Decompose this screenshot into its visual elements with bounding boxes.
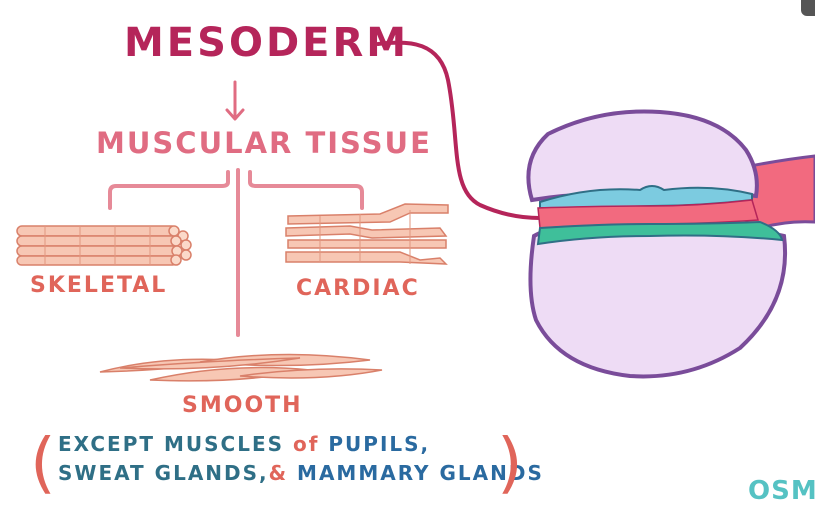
mesoderm-connector-line bbox=[376, 40, 542, 220]
label-cardiac: CARDIAC bbox=[296, 276, 420, 301]
note-line-2: SWEAT GLANDS,& MAMMARY GLANDS bbox=[58, 461, 544, 485]
note-pupils: PUPILS, bbox=[328, 432, 431, 456]
embryo-disc-diagram bbox=[526, 109, 815, 379]
page-title: MESODERM bbox=[124, 20, 410, 66]
note-close-paren: ) bbox=[497, 424, 523, 501]
note-except-muscles: EXCEPT MUSCLES bbox=[58, 432, 293, 456]
subtitle-muscular-tissue: MUSCULAR TISSUE bbox=[96, 126, 432, 160]
note-mammary-glands: MAMMARY GLANDS bbox=[297, 461, 544, 485]
yolk-sac bbox=[528, 221, 787, 379]
skeletal-muscle-icon bbox=[16, 225, 192, 266]
arrow-down-icon bbox=[225, 80, 245, 121]
branch-lines bbox=[108, 168, 364, 337]
cardiac-muscle-icon bbox=[285, 203, 449, 265]
osmosis-logo: OSM bbox=[748, 476, 815, 506]
smooth-muscle-icon bbox=[99, 353, 383, 382]
amniotic-cavity bbox=[526, 109, 759, 203]
label-skeletal: SKELETAL bbox=[30, 273, 168, 298]
note-open-paren: ( bbox=[30, 424, 56, 501]
scrollbar-corner bbox=[801, 0, 815, 16]
note-ampersand: & bbox=[268, 461, 298, 485]
note-line-1: EXCEPT MUSCLES of PUPILS, bbox=[58, 432, 430, 456]
note-sweat-glands: SWEAT GLANDS, bbox=[58, 461, 269, 485]
endoderm-layer bbox=[536, 220, 784, 246]
note-of: of bbox=[292, 432, 329, 456]
label-smooth: SMOOTH bbox=[182, 393, 303, 418]
